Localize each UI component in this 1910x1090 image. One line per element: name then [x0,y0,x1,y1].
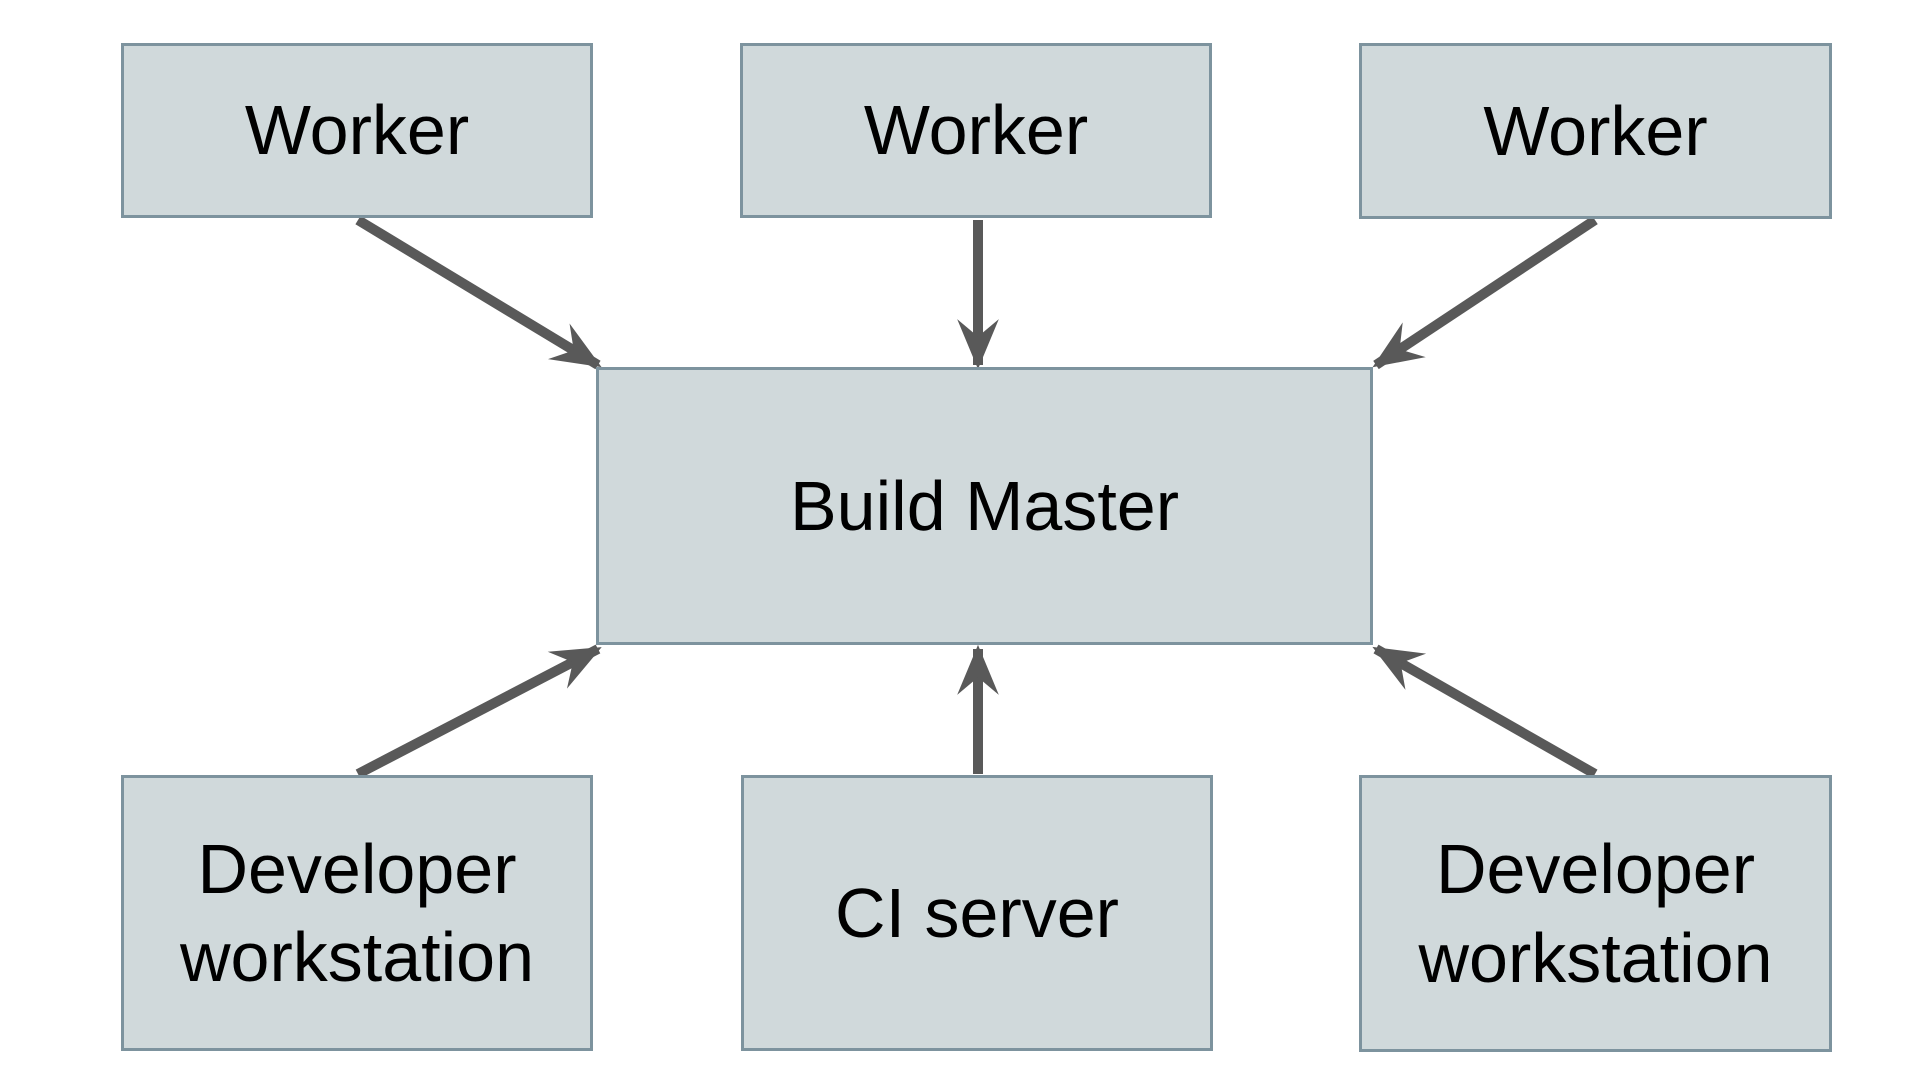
node-worker-2-label: Worker [863,91,1089,170]
node-ci-server-label: CI server [835,873,1119,952]
node-developer-workstation-1: Developer workstation [121,775,593,1051]
node-developer-workstation-2: Developer workstation [1359,775,1832,1052]
node-developer-workstation-1-label: Developer workstation [179,829,535,996]
arrow-developer-workstation-1-to-build-master [355,644,602,779]
node-build-master: Build Master [596,367,1373,645]
node-ci-server: CI server [741,775,1213,1051]
node-build-master-label: Build Master [789,466,1180,545]
node-developer-workstation-2-label: Developer workstation [1418,830,1773,997]
node-worker-1-label: Worker [244,91,470,170]
node-worker-1: Worker [121,43,593,218]
node-worker-3: Worker [1359,43,1832,219]
arrow-worker-3-to-build-master [1372,215,1598,370]
node-worker-3-label: Worker [1483,91,1708,170]
node-worker-2: Worker [740,43,1212,218]
arrow-worker-1-to-build-master [355,215,602,370]
arrow-developer-workstation-2-to-build-master [1372,644,1598,779]
